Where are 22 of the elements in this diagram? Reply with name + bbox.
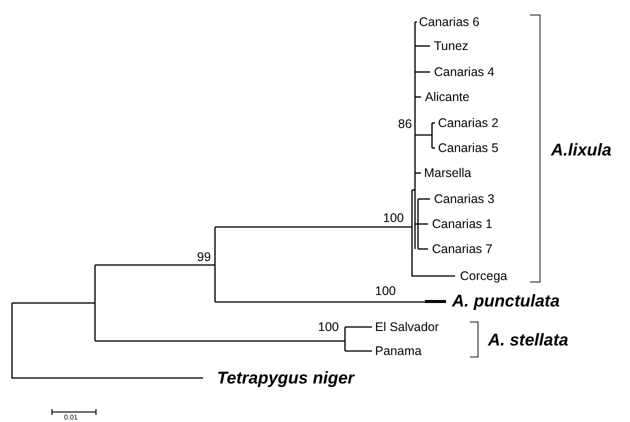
bootstrap-value: 99 — [197, 250, 211, 264]
bootstrap-value: 100 — [318, 320, 339, 334]
bootstrap-value: 100 — [375, 284, 396, 298]
taxon-label: Canarias 1 — [432, 218, 492, 230]
taxon-label: Canarias 5 — [438, 142, 498, 154]
taxon-label: Canarias 4 — [434, 66, 494, 78]
taxon-label: Alicante — [425, 90, 470, 104]
taxon-label: El Salvador — [375, 320, 439, 334]
taxon-label: Tunez — [434, 40, 468, 52]
taxon-label: Canarias 3 — [434, 192, 494, 206]
taxon-label: Marsella — [424, 166, 472, 180]
bootstrap-value: 100 — [383, 212, 404, 224]
species-label: A.lixula — [551, 142, 612, 158]
bootstrap-value: 86 — [398, 118, 412, 130]
species-label: A. stellata — [488, 332, 568, 348]
taxon-label: Panama — [375, 344, 422, 358]
taxon-label: Corcega — [460, 270, 508, 282]
taxon-label: Canarias 2 — [438, 116, 498, 130]
taxon-label: Canarias 6 — [419, 16, 480, 28]
species-label: A. punctulata — [452, 292, 560, 310]
species-label: Tetrapygus niger — [217, 370, 354, 386]
taxon-label: Canarias 7 — [432, 242, 492, 256]
